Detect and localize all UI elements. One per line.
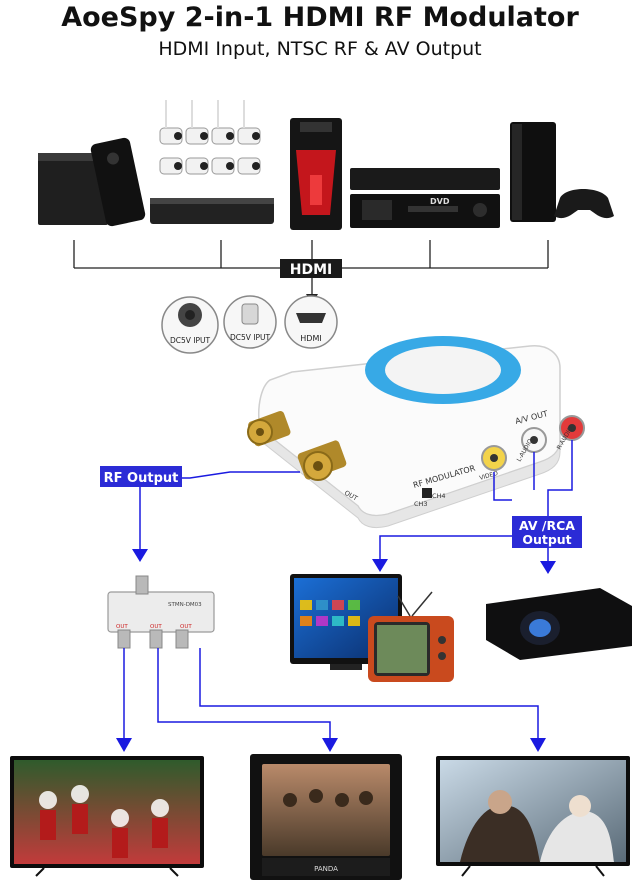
splitter-output-arrows <box>116 738 546 752</box>
av-rca-tag <box>512 516 582 548</box>
hdmi-label-tag: HDMI <box>280 259 342 278</box>
rca-jacks <box>481 415 585 471</box>
gaming-pc <box>290 118 342 230</box>
f-connector-2 <box>297 440 347 481</box>
dc-input-label-2: DC5V IPUT <box>230 333 271 342</box>
av-rca-label-line1: AV /RCA <box>519 518 575 533</box>
f-connector-1 <box>247 411 291 447</box>
rf-output-tag <box>100 466 182 487</box>
rf-output-label: RF Output <box>104 471 179 486</box>
splitter-model: STMN-DM03 <box>168 602 202 608</box>
bottom-tv-right <box>436 756 630 877</box>
hdmi-port-icon: HDMI <box>284 295 338 349</box>
rf-modulator-device: A/V OUT RF MODULATOR VIDEO L-AUDIO R-AUD… <box>247 336 585 529</box>
dvd-brand-text: DVD <box>430 197 450 206</box>
port-icons: DC5V IPUT DC5V IPUT HDMI <box>161 295 338 354</box>
page-title: AoeSpy 2-in-1 HDMI RF Modulator <box>61 2 579 33</box>
av-rca-label-line2: Output <box>522 532 571 547</box>
splitter-out-left: OUT <box>116 624 128 630</box>
retro-tv-brand: PANDA <box>314 865 338 873</box>
bottom-tv-left <box>10 756 204 877</box>
dc-input-icon-1: DC5V IPUT <box>161 296 219 354</box>
dc-input-label-1: DC5V IPUT <box>170 336 211 345</box>
splitter-out-mid: OUT <box>150 624 162 630</box>
tv-box-device <box>38 137 146 227</box>
dvd-player: DVD <box>350 168 500 228</box>
projector <box>486 588 632 660</box>
splitter-out-right: OUT <box>180 624 192 630</box>
security-camera-system <box>150 100 274 224</box>
ch3-text: CH3 <box>414 500 428 508</box>
game-console <box>510 122 614 222</box>
hdmi-label: HDMI <box>290 262 332 278</box>
retro-tv <box>368 591 454 682</box>
splitter-device: STMN-DM03 OUT OUT OUT <box>107 575 215 649</box>
hdmi-port-label: HDMI <box>300 334 321 343</box>
av-output-connector: AV /RCA Output <box>372 440 582 574</box>
ch4-text: CH4 <box>432 492 446 500</box>
page-subtitle: HDMI Input, NTSC RF & AV Output <box>158 38 482 60</box>
splitter-output-lines <box>123 648 539 742</box>
channel-switch <box>422 488 432 498</box>
dc-input-icon-2: DC5V IPUT <box>223 295 277 349</box>
bottom-tv-middle: PANDA <box>250 754 402 880</box>
rf-output-connector: RF Output <box>100 466 300 562</box>
